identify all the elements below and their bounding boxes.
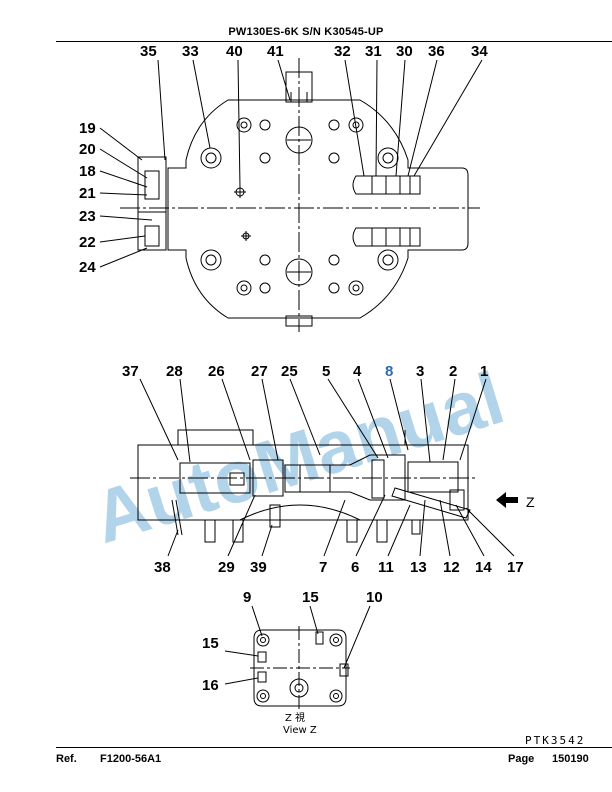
footer-divider <box>56 747 612 748</box>
callout-39: 39 <box>250 559 267 576</box>
callout-20: 20 <box>79 141 96 158</box>
view-z <box>224 605 371 712</box>
view-z-label: View Z <box>283 725 317 736</box>
callout-3: 3 <box>416 363 424 380</box>
callout-15-top: 15 <box>302 589 319 606</box>
callout-41: 41 <box>267 43 284 60</box>
callout-9: 9 <box>243 589 251 606</box>
callout-25: 25 <box>281 363 298 380</box>
footer-ref-value: F1200-56A1 <box>100 753 162 765</box>
drawing-code: PTK3542 <box>525 734 585 747</box>
callout-21: 21 <box>79 185 96 202</box>
callout-15-left: 15 <box>202 635 219 652</box>
callout-1: 1 <box>480 363 488 380</box>
footer-page-label: Page <box>508 753 535 765</box>
callout-6: 6 <box>351 559 359 576</box>
callout-5: 5 <box>322 363 330 380</box>
callout-28: 28 <box>166 363 183 380</box>
callout-35: 35 <box>140 43 157 60</box>
header-divider <box>56 41 612 42</box>
page-title: PW130ES-6K S/N K30545-UP <box>228 26 384 38</box>
footer-page-value: 150190 <box>552 753 589 765</box>
view-z-callouts: 9 15 10 15 16 <box>202 589 383 694</box>
callout-17: 17 <box>507 559 524 576</box>
section-callouts: 37 28 26 27 25 5 4 8 3 2 1 38 29 39 7 6 … <box>122 363 524 576</box>
callout-34: 34 <box>471 43 488 60</box>
callout-2: 2 <box>449 363 457 380</box>
view-z-label-cn: Z 視 <box>285 711 305 724</box>
top-view-callouts: 35 33 40 41 32 31 30 36 34 19 20 18 21 2… <box>79 43 488 276</box>
callout-37: 37 <box>122 363 139 380</box>
callout-23: 23 <box>79 208 96 225</box>
callout-14: 14 <box>475 559 492 576</box>
callout-11: 11 <box>378 559 394 576</box>
callout-12: 12 <box>443 559 460 576</box>
callout-27: 27 <box>251 363 268 380</box>
callout-18: 18 <box>79 163 96 180</box>
callout-26: 26 <box>208 363 225 380</box>
callout-38: 38 <box>154 559 171 576</box>
callout-19: 19 <box>79 120 96 137</box>
callout-22: 22 <box>79 234 96 251</box>
callout-13: 13 <box>410 559 427 576</box>
callout-7: 7 <box>319 559 327 576</box>
callout-40: 40 <box>226 43 243 60</box>
callout-16: 16 <box>202 677 219 694</box>
view-arrow-label: Z <box>526 494 535 510</box>
watermark: AutoManual <box>84 356 513 559</box>
callout-29: 29 <box>218 559 235 576</box>
callout-8: 8 <box>385 363 393 380</box>
callout-24: 24 <box>79 259 96 276</box>
view-arrow: Z <box>496 492 535 510</box>
footer-ref-label: Ref. <box>56 753 77 765</box>
callout-36: 36 <box>428 43 445 60</box>
callout-10: 10 <box>366 589 383 606</box>
section-view <box>130 378 515 557</box>
callout-32: 32 <box>334 43 351 60</box>
callout-31: 31 <box>365 43 382 60</box>
callout-30: 30 <box>396 43 413 60</box>
top-view <box>99 58 483 332</box>
callout-4: 4 <box>353 363 362 380</box>
callout-33: 33 <box>182 43 199 60</box>
